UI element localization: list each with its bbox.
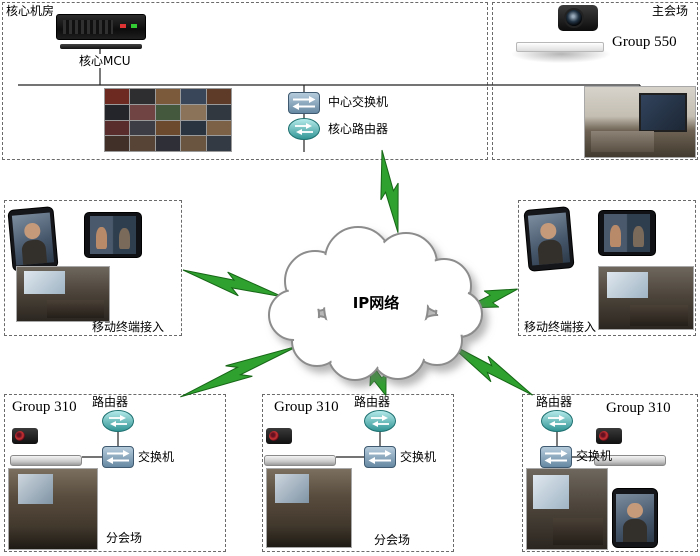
camera-device — [10, 428, 82, 468]
branch3-device-label: Group 310 — [606, 400, 671, 416]
branch2-router-label: 路由器 — [354, 395, 391, 409]
branch3-switch-label: 交换机 — [576, 449, 613, 463]
smartphone-image — [7, 206, 59, 272]
core-room-title: 核心机房 — [6, 4, 55, 18]
tablet-screen — [90, 216, 136, 254]
camera-icon — [558, 5, 598, 31]
branch3-room-photo — [526, 468, 608, 550]
router-icon — [288, 118, 320, 140]
branch3-router-label: 路由器 — [536, 395, 573, 409]
core-room-box — [2, 2, 488, 160]
main-venue-title: 主会场 — [652, 4, 689, 18]
mcu-server-chassis — [56, 14, 146, 40]
branch2-venue-label: 分会场 — [374, 533, 411, 547]
tablet-image — [84, 212, 142, 258]
branch1-device-label: Group 310 — [12, 399, 77, 415]
soundbar — [516, 42, 604, 52]
codec-bar — [264, 455, 336, 466]
phone-screen — [616, 494, 654, 542]
mobile-right-label: 移动终端接入 — [524, 320, 597, 334]
branch1-room-photo — [8, 468, 98, 550]
mcu-label: 核心MCU — [78, 54, 132, 68]
group550-device — [512, 5, 610, 63]
camera-icon — [266, 428, 292, 444]
group550-label: Group 550 — [612, 34, 677, 50]
codec-bar — [10, 455, 82, 466]
branch-venue-2-box — [262, 394, 454, 552]
mobile-access-right-box — [518, 200, 696, 336]
core-router-label: 核心路由器 — [328, 122, 389, 136]
mcu-server — [56, 14, 146, 54]
main-venue-room-photo — [584, 86, 696, 158]
mobile-left-label: 移动终端接入 — [92, 320, 165, 334]
smartphone-image — [612, 488, 658, 548]
camera-device — [594, 428, 666, 468]
mobile-right-room-photo — [598, 266, 694, 330]
lightning-bolt — [371, 147, 408, 236]
mobile-left-room-photo — [16, 266, 110, 322]
camera-icon — [596, 428, 622, 444]
ip-network-label: IP网络 — [352, 294, 400, 312]
branch-venue-3-box — [522, 394, 698, 552]
phone-screen — [11, 212, 55, 266]
codec-bar — [594, 455, 666, 466]
branch2-room-photo — [266, 468, 352, 548]
phone-screen — [527, 212, 571, 266]
switch-icon — [540, 446, 572, 468]
switch-icon — [102, 446, 134, 468]
core-switch-label: 中心交换机 — [328, 95, 389, 109]
camera-icon — [12, 428, 38, 444]
switch-icon — [288, 92, 320, 114]
branch-venue-1-box — [4, 394, 226, 552]
router-icon — [364, 410, 396, 432]
router-icon — [102, 410, 134, 432]
video-wall-collage — [104, 88, 232, 152]
lightning-bolt — [179, 259, 287, 309]
tablet-screen — [604, 214, 650, 252]
branch1-venue-label: 分会场 — [106, 531, 143, 545]
mcu-server-base — [60, 44, 142, 49]
branch2-switch-label: 交换机 — [400, 450, 437, 464]
branch2-device-label: Group 310 — [274, 399, 339, 415]
switch-icon — [364, 446, 396, 468]
tablet-image — [598, 210, 656, 256]
camera-device — [264, 428, 336, 468]
smartphone-image — [523, 206, 575, 272]
lightning-bolts — [175, 147, 538, 406]
main-venue-box — [492, 2, 698, 160]
branch1-switch-label: 交换机 — [138, 450, 175, 464]
branch1-router-label: 路由器 — [92, 395, 129, 409]
lightning-bolt — [461, 280, 522, 318]
router-icon — [541, 410, 573, 432]
